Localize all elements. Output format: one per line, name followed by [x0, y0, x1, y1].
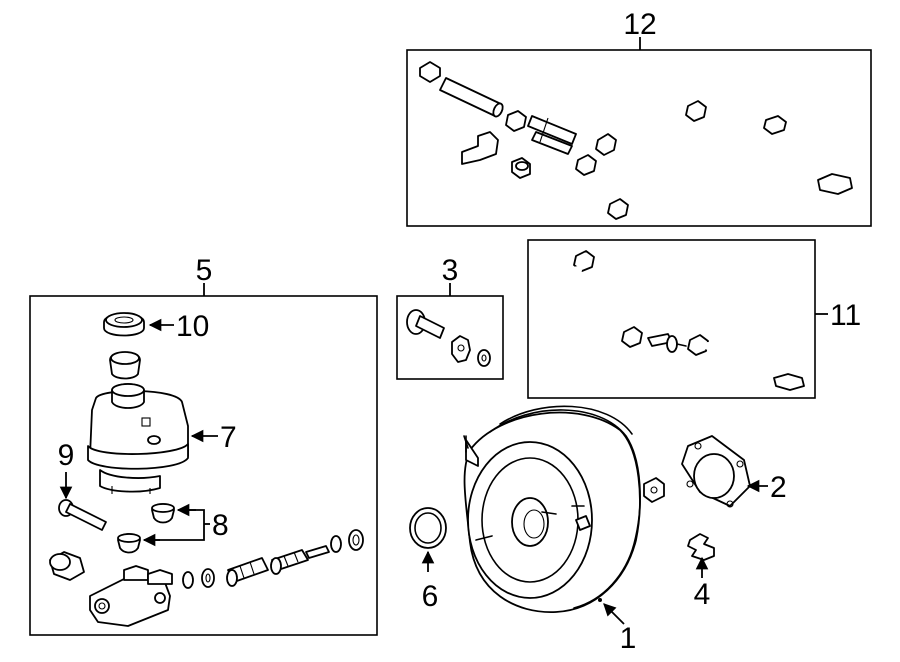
- retainer-clip: [451, 335, 471, 363]
- reservoir-strainer: [109, 351, 141, 380]
- hose-clamp: [607, 198, 629, 220]
- hose-clamp: [595, 133, 617, 156]
- callout-6: 6: [422, 580, 439, 613]
- box-11: [527, 239, 816, 399]
- retaining-clip: [687, 533, 715, 561]
- callout-4: 4: [694, 578, 711, 611]
- line-bracket: [763, 115, 787, 135]
- box-12: [406, 49, 872, 227]
- secondary-piston: [270, 545, 330, 575]
- check-valve: [527, 115, 577, 145]
- master-cylinder-body: [49, 551, 173, 627]
- reservoir-mounting-pin: [58, 499, 107, 531]
- washer: [477, 349, 491, 367]
- line-fitting: [817, 173, 853, 195]
- group-3-pushrod-kit: 3: [396, 254, 504, 380]
- callout-2: 2: [770, 471, 787, 504]
- hose-clamp: [575, 154, 597, 176]
- reservoir-grommet: [151, 503, 175, 524]
- hose-clamp: [419, 61, 441, 83]
- hose-clamp: [621, 326, 643, 348]
- callout-3: 3: [442, 254, 459, 287]
- booster-gasket: [681, 435, 751, 508]
- callout-5: 5: [196, 254, 213, 287]
- seal-ring: [330, 535, 342, 553]
- hose-clamp: [773, 373, 805, 391]
- clevis-pin: [415, 315, 445, 339]
- booster-mount-stud: [643, 477, 665, 503]
- vacuum-port: [465, 439, 479, 467]
- hose-clamp: [687, 334, 709, 356]
- piston-seals: [182, 568, 215, 589]
- box-3: [396, 295, 504, 380]
- group-12-vacuum-hoses: 12: [406, 8, 872, 227]
- callout-9: 9: [58, 439, 75, 472]
- hose-clamp: [505, 110, 527, 132]
- callout-10: 10: [176, 310, 209, 343]
- callout-8: 8: [212, 509, 229, 542]
- hose-bracket: [461, 131, 499, 165]
- vacuum-tube: [439, 77, 502, 117]
- hose-clamp: [573, 250, 595, 272]
- callout-1: 1: [620, 622, 637, 655]
- reservoir-cap: [103, 312, 145, 337]
- brake-booster: [463, 405, 665, 613]
- callout-12: 12: [623, 8, 656, 41]
- booster-seal: [409, 507, 447, 549]
- hose-clamp: [685, 100, 707, 122]
- group-11-vacuum-hose: 11: [527, 239, 861, 399]
- group-5-master-cylinder: 5 10 7 9: [29, 254, 378, 636]
- callout-7: 7: [220, 421, 237, 454]
- primary-piston: [226, 557, 269, 587]
- callout-11: 11: [830, 299, 861, 332]
- seal-ring: [348, 529, 364, 551]
- fluid-reservoir: [87, 383, 189, 494]
- reservoir-grommet: [117, 533, 141, 554]
